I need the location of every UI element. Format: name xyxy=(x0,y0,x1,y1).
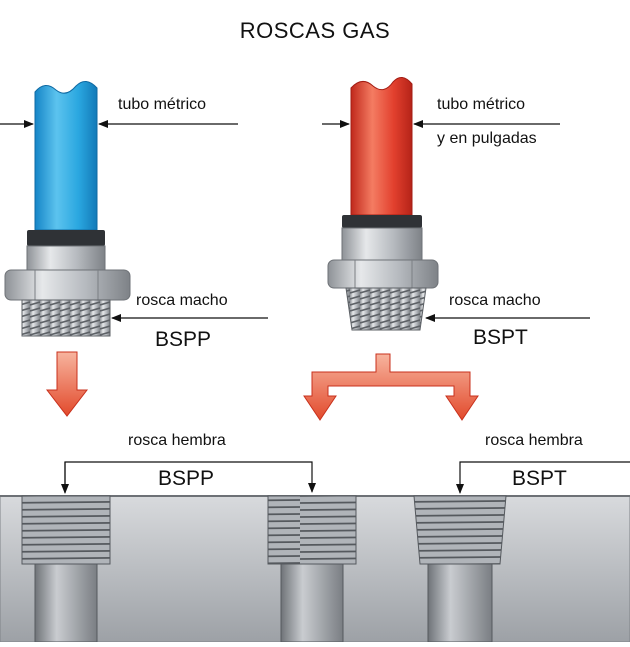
right-pipe-label-line2: y en pulgadas xyxy=(437,130,537,147)
right-male-label: rosca macho xyxy=(449,292,541,309)
left-female-thread xyxy=(21,495,111,565)
right-male-standard: BSPT xyxy=(473,326,528,349)
female-left-standard: BSPP xyxy=(158,467,215,490)
left-hex-nut xyxy=(4,269,131,301)
left-collar xyxy=(26,245,106,271)
right-collar xyxy=(341,227,423,261)
right-collar-ring xyxy=(342,215,422,228)
blue-pipe xyxy=(34,81,98,231)
female-left-bracket xyxy=(61,461,316,494)
left-pipe-label: tubo métrico xyxy=(118,96,207,113)
red-pipe xyxy=(350,77,413,216)
right-male-thread xyxy=(345,287,427,331)
female-right-standard: BSPT xyxy=(512,467,567,490)
right-hex-nut xyxy=(327,259,439,289)
female-left-label: rosca hembra xyxy=(128,432,226,449)
female-right-label: rosca hembra xyxy=(485,432,583,449)
middle-bore xyxy=(280,563,344,643)
left-collar-ring xyxy=(27,230,105,246)
left-bore xyxy=(34,563,98,643)
split-arrow xyxy=(303,353,479,421)
left-male-standard: BSPP xyxy=(155,328,212,351)
right-bore xyxy=(427,563,493,643)
diagram-title: ROSCAS GAS xyxy=(239,18,391,43)
left-male-thread xyxy=(21,299,111,337)
right-pipe-label-line1: tubo métrico xyxy=(437,96,526,113)
right-fitting xyxy=(327,77,439,331)
right-female-thread xyxy=(413,495,507,565)
middle-female-thread xyxy=(267,495,357,565)
left-fitting xyxy=(4,81,131,337)
female-block xyxy=(0,495,630,643)
left-down-arrow xyxy=(45,351,89,417)
female-right-bracket xyxy=(456,461,630,494)
left-male-label: rosca macho xyxy=(136,292,228,309)
